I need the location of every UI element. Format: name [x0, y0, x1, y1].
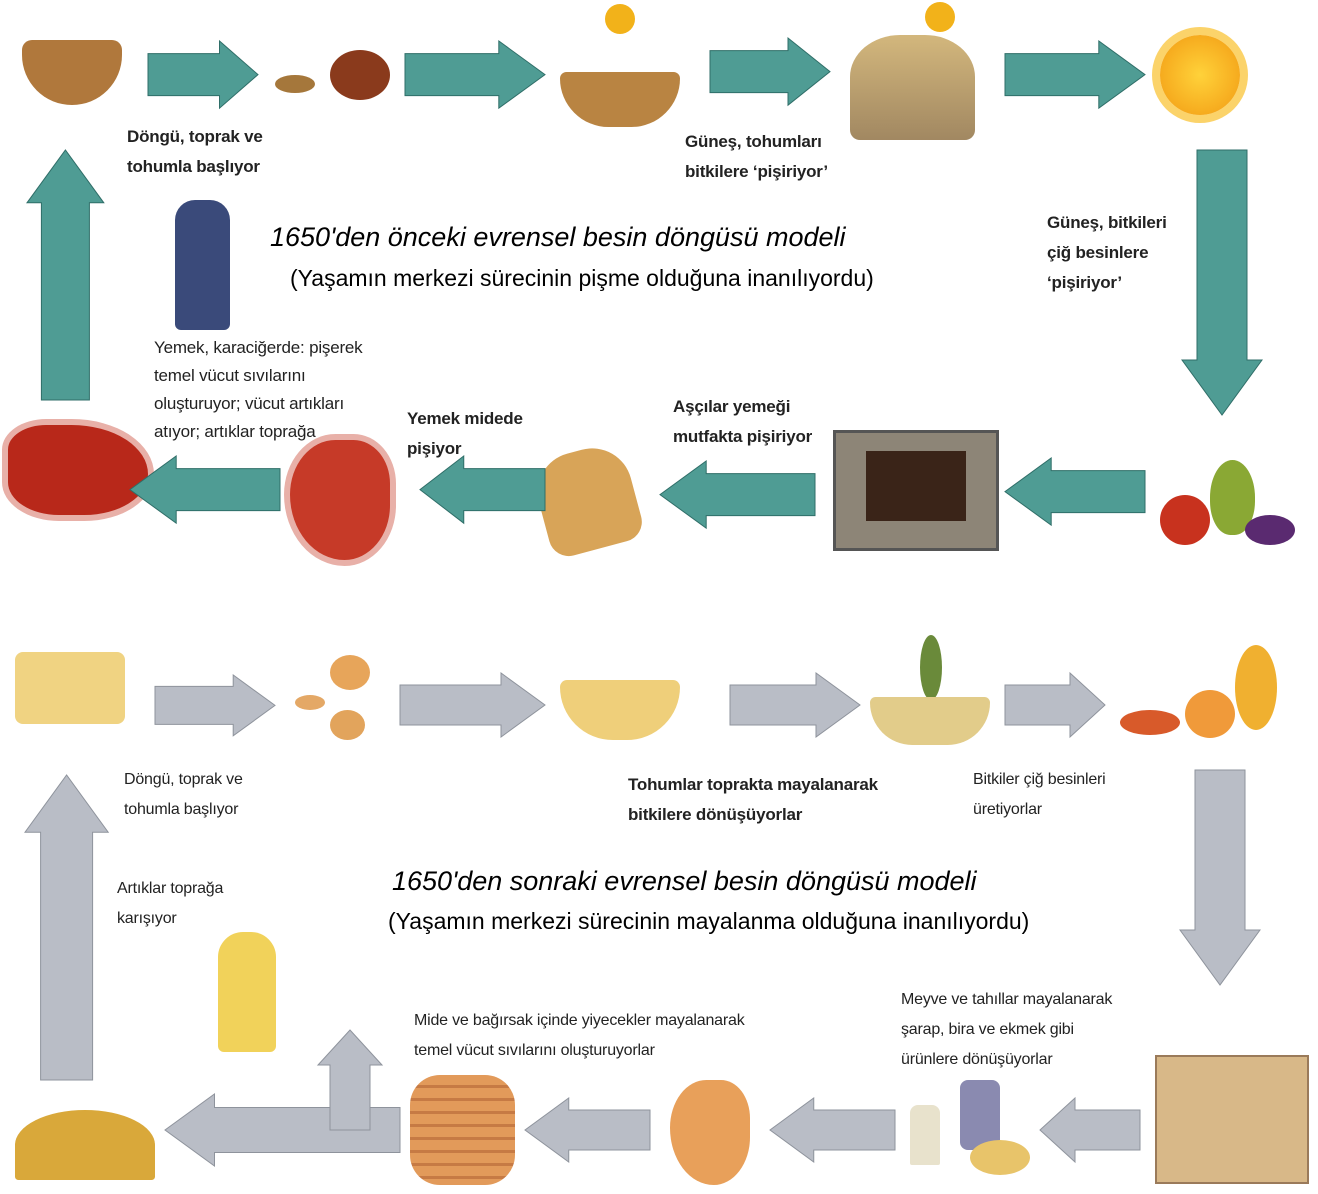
label-fruits: Meyve ve tahıllar mayalanarak şarap, bir…: [901, 991, 1113, 1068]
kitchen-illustration: [1155, 1055, 1309, 1184]
arrow-left-icon: [659, 460, 816, 530]
after-model-subtitle: (Yaşamın merkezi sürecinin mayalanma old…: [388, 908, 1030, 934]
arrow-right-icon: [404, 40, 546, 110]
man-in-coat-illustration: [218, 932, 276, 1052]
after-model-title: 1650'den sonraki evrensel besin döngüsü …: [392, 866, 977, 896]
seeds-illustration: [270, 50, 395, 110]
label-plants: Bitkiler çiğ besinleri üretiyorlar: [973, 771, 1106, 818]
arrow-right-icon: [1004, 671, 1106, 739]
label-stomach-before: Yemek midede pişiyor: [407, 409, 523, 458]
wheat-plants-illustration: [850, 35, 975, 140]
label-sun-seeds: Güneş, tohumları bitkilere ‘pişiriyor’: [685, 132, 828, 181]
arrow-left-icon: [419, 455, 546, 525]
arrow-down-icon: [1181, 149, 1263, 416]
label-ferment-seeds: Tohumlar toprakta mayalanarak bitkilere …: [628, 775, 878, 824]
arrow-left-icon: [524, 1097, 651, 1163]
arrow-right-icon: [399, 672, 546, 738]
arrow-right-icon: [1004, 40, 1146, 110]
label-cooks: Aşçılar yemeği mutfakta pişiriyor: [673, 397, 813, 446]
soil-bowl-illustration: [22, 40, 122, 105]
label-sun-plants: Güneş, bitkileri çiğ besinlere ‘pişiriyo…: [1047, 213, 1167, 292]
arrow-left-icon: [1004, 457, 1146, 527]
arrow-up-icon: [25, 149, 105, 401]
bread-illustration: [528, 439, 647, 561]
kitchen-fireplace-illustration: [833, 430, 999, 551]
bread-wine-illustration: [910, 1080, 1030, 1180]
arrow-right-icon: [709, 37, 831, 107]
soil-illustration: [15, 652, 125, 724]
arrow-up-icon: [24, 774, 110, 1081]
soil-pile-illustration: [15, 1110, 155, 1180]
arrow-down-icon: [1179, 769, 1261, 986]
sun-icon: [605, 4, 635, 34]
farmer-illustration: [175, 200, 230, 330]
soil-seeds-illustration: [560, 680, 680, 740]
sprouting-plant-illustration: [870, 635, 990, 745]
fruits-illustration: [1160, 440, 1300, 550]
arrow-right-icon: [729, 672, 861, 738]
arrow-left-icon: [1039, 1096, 1141, 1164]
label-waste: Artıklar toprağa karışıyor: [117, 880, 224, 927]
arrow-left-icon: [129, 455, 281, 525]
label-start-before: Döngü, toprak ve tohumla başlıyor: [127, 127, 263, 176]
stomach-illustration: [670, 1080, 750, 1185]
sun-icon: [1160, 35, 1240, 115]
liver-illustration: [8, 425, 148, 515]
intestines-illustration: [410, 1075, 515, 1185]
stomach-illustration: [290, 440, 390, 560]
arrow-left-icon: [769, 1097, 896, 1163]
label-liver: Yemek, karaciğerde: pişerek temel vücut …: [154, 338, 363, 441]
arrow-up-icon: [316, 1029, 384, 1131]
seeds-illustration: [290, 655, 380, 765]
label-intestine: Mide ve bağırsak içinde yiyecekler mayal…: [414, 1012, 745, 1059]
arrow-right-icon: [154, 673, 276, 737]
sun-icon: [925, 2, 955, 32]
label-start-after: Döngü, toprak ve tohumla başlıyor: [124, 771, 243, 818]
before-model-subtitle: (Yaşamın merkezi sürecinin pişme olduğun…: [290, 265, 874, 291]
fruits-illustration: [1115, 645, 1280, 745]
arrow-right-icon: [147, 40, 259, 110]
before-model-title: 1650'den önceki evrensel besin döngüsü m…: [270, 222, 846, 252]
soil-seeds-illustration: [560, 72, 680, 127]
